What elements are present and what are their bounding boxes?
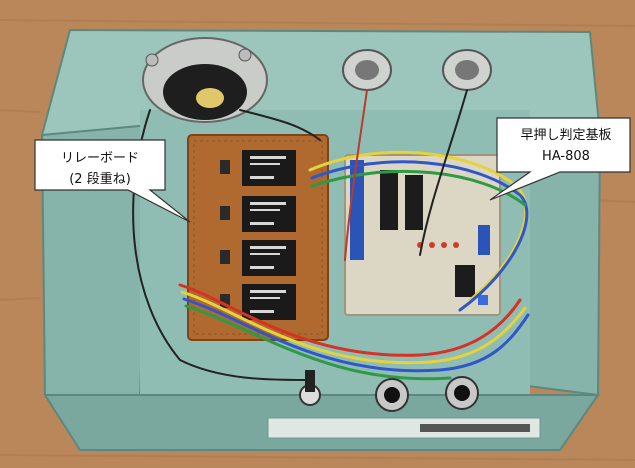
relay-1 [242, 150, 296, 186]
front-label [267, 417, 541, 439]
relay-board-pcb-lower [193, 140, 323, 335]
front-jack-1 [299, 370, 321, 406]
judge-callout-bubble [489, 117, 631, 201]
front-jack-3 [445, 376, 479, 410]
rear-connector-left [342, 49, 392, 91]
judge-board-callout-line1: 早押し判定基板 [520, 128, 612, 143]
trimmer-blue [478, 295, 488, 305]
relay-3 [242, 240, 296, 276]
speaker-cap [196, 88, 224, 108]
relay-board-callout-line2: (2 段重ね) [69, 172, 131, 187]
relay-4 [242, 284, 296, 320]
speaker-screw-left [145, 53, 159, 67]
speaker-screw-right [238, 48, 252, 62]
judge-board-ics [380, 170, 475, 297]
relay-board-callout-line1: リレーボード [60, 151, 139, 166]
relay-2 [242, 196, 296, 232]
judge-board-callout-line2: HA-808 [542, 149, 590, 164]
relay-board-callout: リレーボード (2 段重ね) [40, 148, 160, 190]
relay-stack [220, 150, 296, 320]
front-label-script [420, 424, 530, 432]
front-jack-2 [375, 378, 409, 412]
rear-connector-right [442, 49, 492, 91]
judge-board-callout: 早押し判定基板 HA-808 [500, 125, 632, 167]
relay-callout-bubble [34, 139, 191, 223]
